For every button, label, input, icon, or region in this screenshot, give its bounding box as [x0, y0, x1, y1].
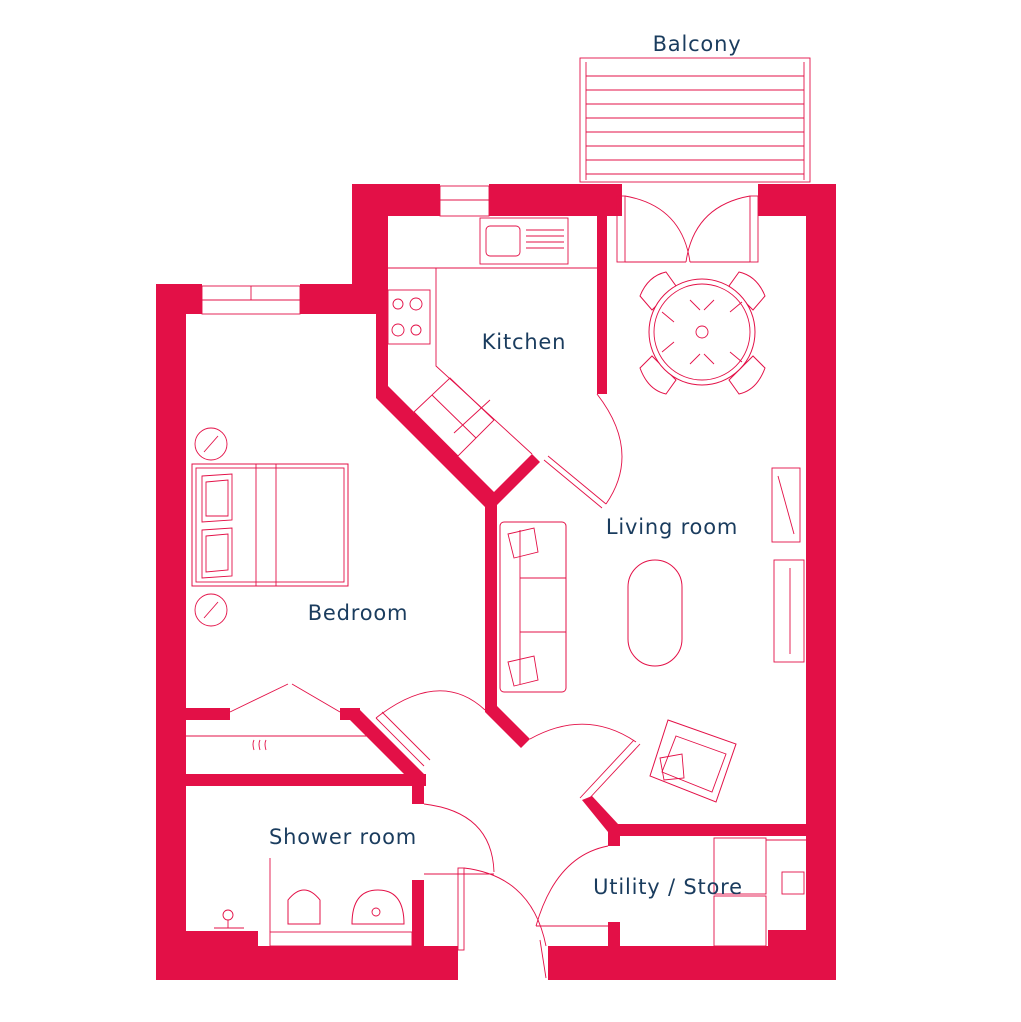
armchair — [649, 719, 737, 803]
entrance-door — [457, 867, 547, 979]
kitchen-fittings — [387, 217, 623, 509]
shower-room-label: Shower room — [269, 825, 417, 849]
living-room-door — [529, 723, 641, 803]
utility-store-label: Utility / Store — [593, 875, 743, 899]
bedroom-door — [375, 690, 486, 767]
bedside-lamps — [194, 427, 228, 627]
balcony-label: Balcony — [653, 32, 742, 56]
bedroom-label: Bedroom — [308, 601, 409, 625]
balcony-doors — [616, 195, 759, 263]
balcony-area — [579, 57, 811, 183]
wardrobe — [186, 683, 370, 751]
walls — [156, 184, 836, 980]
shower-room-fittings — [214, 803, 495, 947]
kitchen-label: Kitchen — [482, 330, 567, 354]
sofa — [499, 521, 567, 693]
coffee-table — [627, 559, 683, 667]
bed — [191, 463, 349, 587]
utility-fittings — [535, 837, 806, 947]
tv-unit — [771, 467, 805, 663]
dining-table — [639, 271, 766, 395]
windows — [201, 185, 490, 315]
living-room-label: Living room — [606, 515, 738, 539]
